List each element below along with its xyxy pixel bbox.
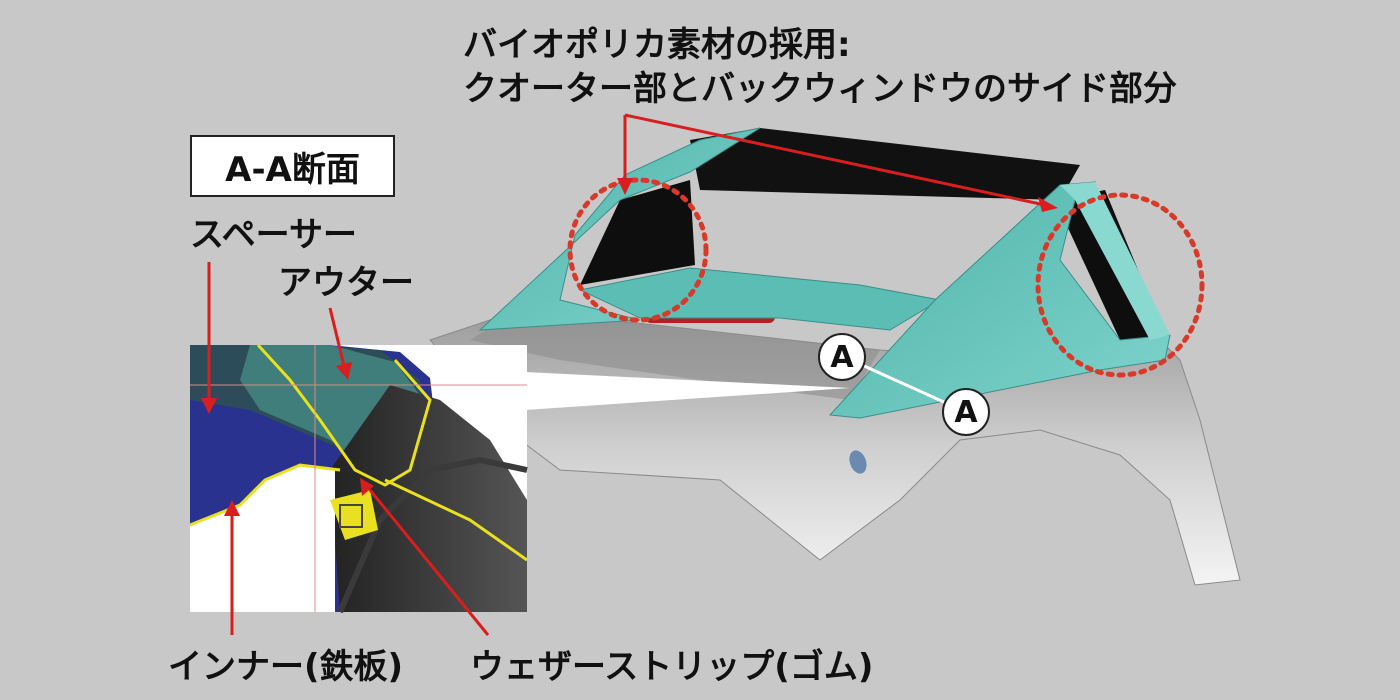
section-marker-a-bottom: A	[942, 388, 990, 436]
arrow-outer	[328, 307, 347, 371]
highlight-circle-right	[1035, 192, 1205, 378]
outer-outline	[256, 343, 432, 487]
highlight-circle-left	[567, 177, 709, 323]
roof-black	[690, 128, 1080, 200]
arrow-weatherstrip	[368, 489, 490, 636]
cross-section-inset	[189, 343, 528, 614]
label-inner: インナー(鉄板)	[168, 647, 404, 687]
fuel-cap-mark	[849, 450, 867, 474]
section-marker-a-bottom-label: A	[954, 394, 978, 430]
left-window	[580, 180, 695, 285]
label-weatherstrip: ウェザーストリップ(ゴム)	[470, 647, 874, 687]
section-title-box: A-A断面	[190, 135, 395, 197]
section-marker-a-top: A	[818, 333, 866, 381]
arrow-top-right	[624, 113, 1046, 207]
label-outer: アウター	[278, 263, 414, 303]
car-body-shading	[470, 310, 880, 400]
top-caption-line2: クオーター部とバックウィンドウのサイド部分	[463, 69, 1177, 109]
callout-wedge	[525, 372, 850, 410]
teal-spoiler	[578, 267, 942, 331]
teal-right-edge	[1060, 182, 1170, 340]
section-marker-a-top-label: A	[830, 339, 854, 375]
label-spacer: スペーサー	[190, 215, 357, 255]
inner-steel	[190, 465, 335, 612]
top-caption-line1: バイオポリカ素材の採用:	[463, 25, 851, 65]
section-title: A-A断面	[225, 149, 360, 190]
tire	[330, 385, 527, 612]
